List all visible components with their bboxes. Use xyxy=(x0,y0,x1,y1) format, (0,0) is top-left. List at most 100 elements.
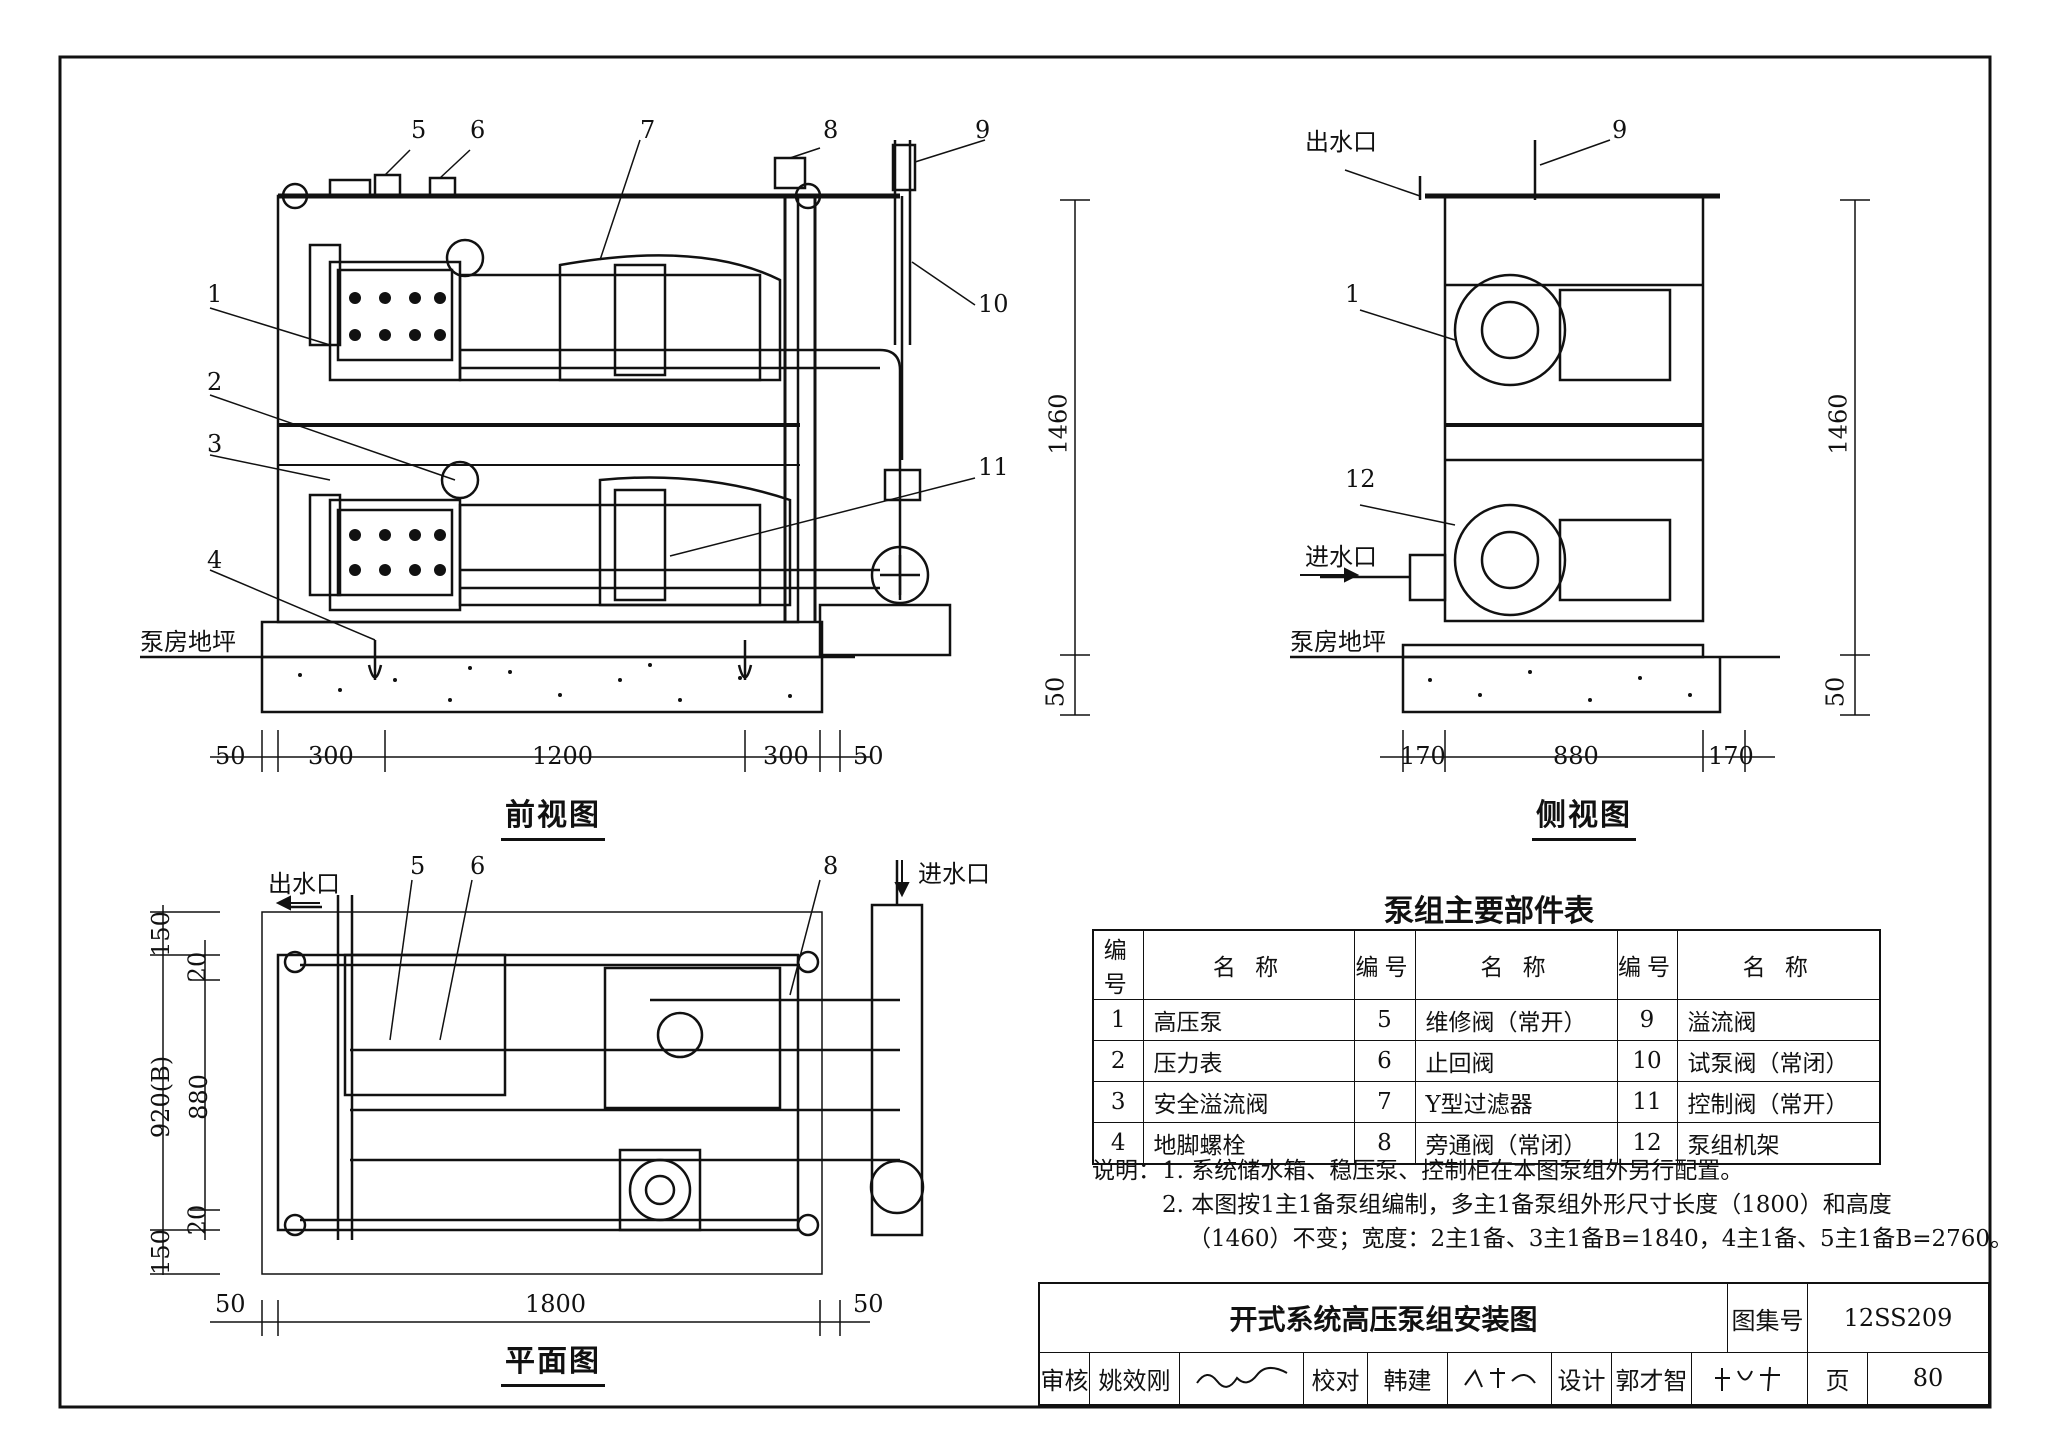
plan-dim-20-top: 20 xyxy=(183,951,212,983)
front-dim-base: 50 xyxy=(1041,676,1070,708)
plan-dim-880: 880 xyxy=(184,1074,213,1120)
parts-table-title: 泵组主要部件表 xyxy=(1384,894,1594,929)
header-no-3: 编号 xyxy=(1616,929,1678,1000)
part-name: 压力表 xyxy=(1142,1040,1355,1082)
part-no: 5 xyxy=(1353,999,1416,1041)
design-label: 设计 xyxy=(1557,1366,1606,1395)
header-no-2: 编号 xyxy=(1353,929,1416,1000)
part-name: 溢流阀 xyxy=(1676,999,1881,1041)
side-dim-height: 1460 xyxy=(1824,393,1853,455)
front-callout-5: 5 xyxy=(411,116,427,144)
part-name: 安全溢流阀 xyxy=(1142,1081,1355,1123)
part-name: 控制阀（常开） xyxy=(1676,1081,1881,1123)
front-callout-7: 7 xyxy=(640,116,656,144)
note-2: 2. 本图按1主1备泵组编制，多主1备泵组外形尺寸长度（1800）和高度 xyxy=(1162,1192,1892,1218)
side-dim-170-left: 170 xyxy=(1400,742,1446,770)
side-view-drawing xyxy=(1290,139,1870,772)
part-no: 3 xyxy=(1092,1081,1144,1123)
designer-signature xyxy=(1692,1352,1808,1404)
table-row: 2 压力表 6 止回阀 10 试泵阀（常闭） xyxy=(1092,1040,1881,1082)
plan-callout-5: 5 xyxy=(410,852,426,880)
part-no: 8 xyxy=(1353,1122,1416,1165)
checker-signature xyxy=(1448,1352,1552,1404)
atlas-no: 12SS209 xyxy=(1843,1304,1953,1332)
plan-dim-50-left: 50 xyxy=(215,1290,246,1318)
part-no: 12 xyxy=(1616,1122,1678,1165)
part-no: 7 xyxy=(1353,1081,1416,1123)
plan-inlet-label: 进水口 xyxy=(918,860,990,888)
side-callout-1: 1 xyxy=(1345,280,1361,308)
notes-prefix: 说明： xyxy=(1092,1158,1161,1184)
part-name: 维修阀（常开） xyxy=(1414,999,1618,1041)
front-dim-50-right: 50 xyxy=(853,742,884,770)
plan-dim-150-bottom: 150 xyxy=(146,1229,175,1275)
front-callout-8: 8 xyxy=(823,116,839,144)
check-label: 校对 xyxy=(1311,1366,1360,1395)
front-view-drawing xyxy=(140,139,1090,772)
drawing-title: 开式系统高压泵组安装图 xyxy=(1229,1303,1538,1336)
checker-name: 韩建 xyxy=(1383,1366,1432,1395)
plan-view-title: 平面图 xyxy=(501,1336,605,1387)
note-3: （1460）不变；宽度：2主1备、3主1备B=1840，4主1备、5主1备B=2… xyxy=(1188,1226,2014,1252)
plan-dim-20-bottom: 20 xyxy=(183,1204,212,1236)
side-floor-label: 泵房地坪 xyxy=(1290,628,1386,656)
header-no-1: 编号 xyxy=(1092,929,1144,1000)
part-no: 11 xyxy=(1616,1081,1678,1123)
note-1: 1. 系统储水箱、稳压泵、控制柜在本图泵组外另行配置。 xyxy=(1162,1158,1744,1184)
reviewer-signature xyxy=(1180,1352,1304,1404)
front-callout-11: 11 xyxy=(978,453,1009,481)
front-callout-1: 1 xyxy=(207,280,223,308)
header-name-3: 名 称 xyxy=(1676,929,1881,1000)
review-label: 审核 xyxy=(1040,1366,1089,1395)
part-name: 旁通阀（常闭） xyxy=(1414,1122,1618,1165)
side-dim-170-right: 170 xyxy=(1708,742,1754,770)
front-floor-label: 泵房地坪 xyxy=(140,628,236,656)
part-name: Y型过滤器 xyxy=(1414,1081,1618,1123)
page-label: 页 xyxy=(1825,1366,1850,1395)
table-row: 4 地脚螺栓 8 旁通阀（常闭） 12 泵组机架 xyxy=(1092,1122,1881,1165)
parts-table-header: 编号 名 称 编号 名 称 编号 名 称 xyxy=(1092,929,1881,1000)
plan-outlet-label: 出水口 xyxy=(268,870,340,898)
part-name: 地脚螺栓 xyxy=(1142,1122,1355,1165)
front-callout-6: 6 xyxy=(470,116,486,144)
part-no: 6 xyxy=(1353,1040,1416,1082)
plan-callout-6: 6 xyxy=(470,852,486,880)
side-callout-9: 9 xyxy=(1612,116,1628,144)
front-dim-50-left: 50 xyxy=(215,742,246,770)
part-no: 1 xyxy=(1092,999,1144,1041)
part-no: 2 xyxy=(1092,1040,1144,1082)
side-view-title: 侧视图 xyxy=(1532,790,1636,841)
front-dim-1200: 1200 xyxy=(532,742,594,770)
side-outlet-label: 出水口 xyxy=(1305,128,1377,156)
front-dim-300-left: 300 xyxy=(308,742,354,770)
sheet-border xyxy=(58,55,1992,1409)
plan-dim-150-top: 150 xyxy=(146,911,175,957)
front-dim-height: 1460 xyxy=(1044,393,1073,455)
side-dim-880: 880 xyxy=(1553,742,1599,770)
table-row: 3 安全溢流阀 7 Y型过滤器 11 控制阀（常开） xyxy=(1092,1081,1881,1123)
header-name-2: 名 称 xyxy=(1414,929,1618,1000)
front-callout-4: 4 xyxy=(207,546,223,574)
reviewer-name: 姚效刚 xyxy=(1098,1366,1171,1395)
front-callout-9: 9 xyxy=(975,116,991,144)
flow-arrows xyxy=(275,567,1360,911)
front-view-title: 前视图 xyxy=(501,790,605,841)
front-dim-300-right: 300 xyxy=(763,742,809,770)
plan-dim-1800: 1800 xyxy=(525,1290,587,1318)
part-name: 高压泵 xyxy=(1142,999,1355,1041)
plan-dim-920b: 920(B) xyxy=(147,1055,176,1139)
front-callout-3: 3 xyxy=(207,430,223,458)
part-no: 9 xyxy=(1616,999,1678,1041)
title-block: 开式系统高压泵组安装图 图集号 12SS209 审核 姚效刚 校对 韩建 设计 … xyxy=(1038,1282,1990,1406)
designer-name: 郭才智 xyxy=(1615,1366,1688,1395)
part-name: 泵组机架 xyxy=(1676,1122,1881,1165)
plan-dim-50-right: 50 xyxy=(853,1290,884,1318)
parts-table: 编号 名 称 编号 名 称 编号 名 称 1 高压泵 5 维修阀（常开） 9 溢… xyxy=(1092,929,1881,1165)
side-dim-base: 50 xyxy=(1821,676,1850,708)
part-name: 试泵阀（常闭） xyxy=(1676,1040,1881,1082)
plan-callout-8: 8 xyxy=(823,852,839,880)
header-name-1: 名 称 xyxy=(1142,929,1355,1000)
atlas-no-label: 图集号 xyxy=(1731,1306,1804,1335)
plan-view-drawing xyxy=(150,860,925,1336)
